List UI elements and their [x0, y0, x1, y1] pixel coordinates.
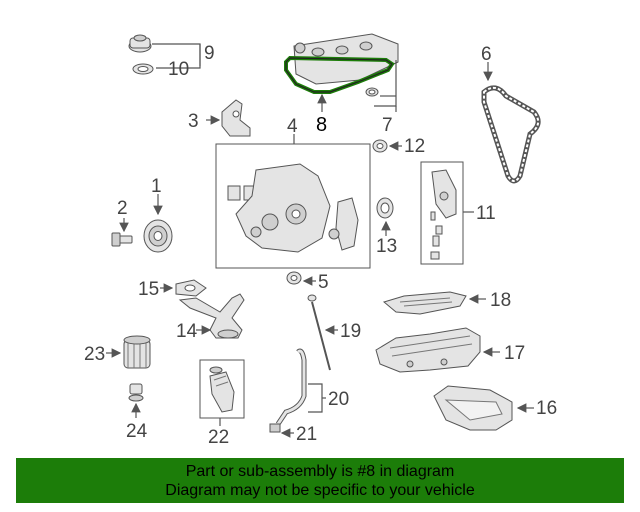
callout-15: 15	[138, 279, 159, 300]
dipstick-tube-part	[269, 348, 307, 433]
seal-part-12	[372, 139, 388, 153]
callout-4: 4	[287, 116, 298, 137]
callout-1: 1	[151, 176, 162, 197]
banner-line-2: Diagram may not be specific to your vehi…	[165, 481, 475, 499]
callout-2: 2	[117, 198, 128, 219]
callout-20: 20	[328, 389, 349, 410]
callout-17: 17	[504, 343, 525, 364]
pulley-bolt-part	[111, 232, 133, 247]
callout-10: 10	[168, 59, 189, 80]
oil-pump-box	[420, 161, 464, 265]
oil-filter-element-box	[199, 359, 245, 419]
callout-9: 9	[204, 43, 215, 64]
callout-19: 19	[340, 321, 361, 342]
callout-3: 3	[188, 111, 199, 132]
callout-22: 22	[208, 427, 229, 448]
bracket-part	[221, 99, 251, 137]
timing-cover-assembly-box	[215, 143, 371, 269]
seal-part-13	[376, 197, 394, 219]
oil-filler-gasket-part	[132, 63, 154, 75]
callout-6: 6	[481, 44, 492, 65]
oil-filler-cap-part	[128, 34, 152, 53]
callout-13: 13	[376, 236, 397, 257]
oil-strainer-gasket-part	[175, 279, 207, 297]
callout-12: 12	[404, 136, 425, 157]
callout-23: 23	[84, 344, 105, 365]
info-banner: Part or sub-assembly is #8 in diagram Di…	[16, 458, 624, 503]
oil-filter-housing-part	[123, 335, 151, 369]
timing-chain-part	[481, 85, 541, 184]
callout-21: 21	[296, 424, 317, 445]
drain-plug-part	[128, 383, 144, 402]
oil-strainer-part	[178, 293, 245, 339]
callout-8: 8	[316, 114, 327, 136]
lower-oil-pan-part	[433, 385, 513, 431]
callout-5: 5	[318, 272, 329, 293]
callout-16: 16	[536, 398, 557, 419]
upper-oil-pan-part	[375, 327, 481, 373]
callout-14: 14	[176, 321, 198, 342]
crankshaft-pulley-part	[143, 219, 173, 253]
banner-line-1: Part or sub-assembly is #8 in diagram	[185, 462, 455, 480]
oil-dipstick-part	[307, 294, 331, 371]
seal-part-5	[286, 271, 302, 285]
callout-24: 24	[126, 421, 148, 442]
head-cover-seal-part	[365, 87, 379, 97]
callout-11: 11	[476, 203, 496, 224]
oil-baffle-plate-part	[382, 291, 467, 315]
callout-7: 7	[382, 115, 393, 136]
callout-18: 18	[490, 290, 511, 311]
